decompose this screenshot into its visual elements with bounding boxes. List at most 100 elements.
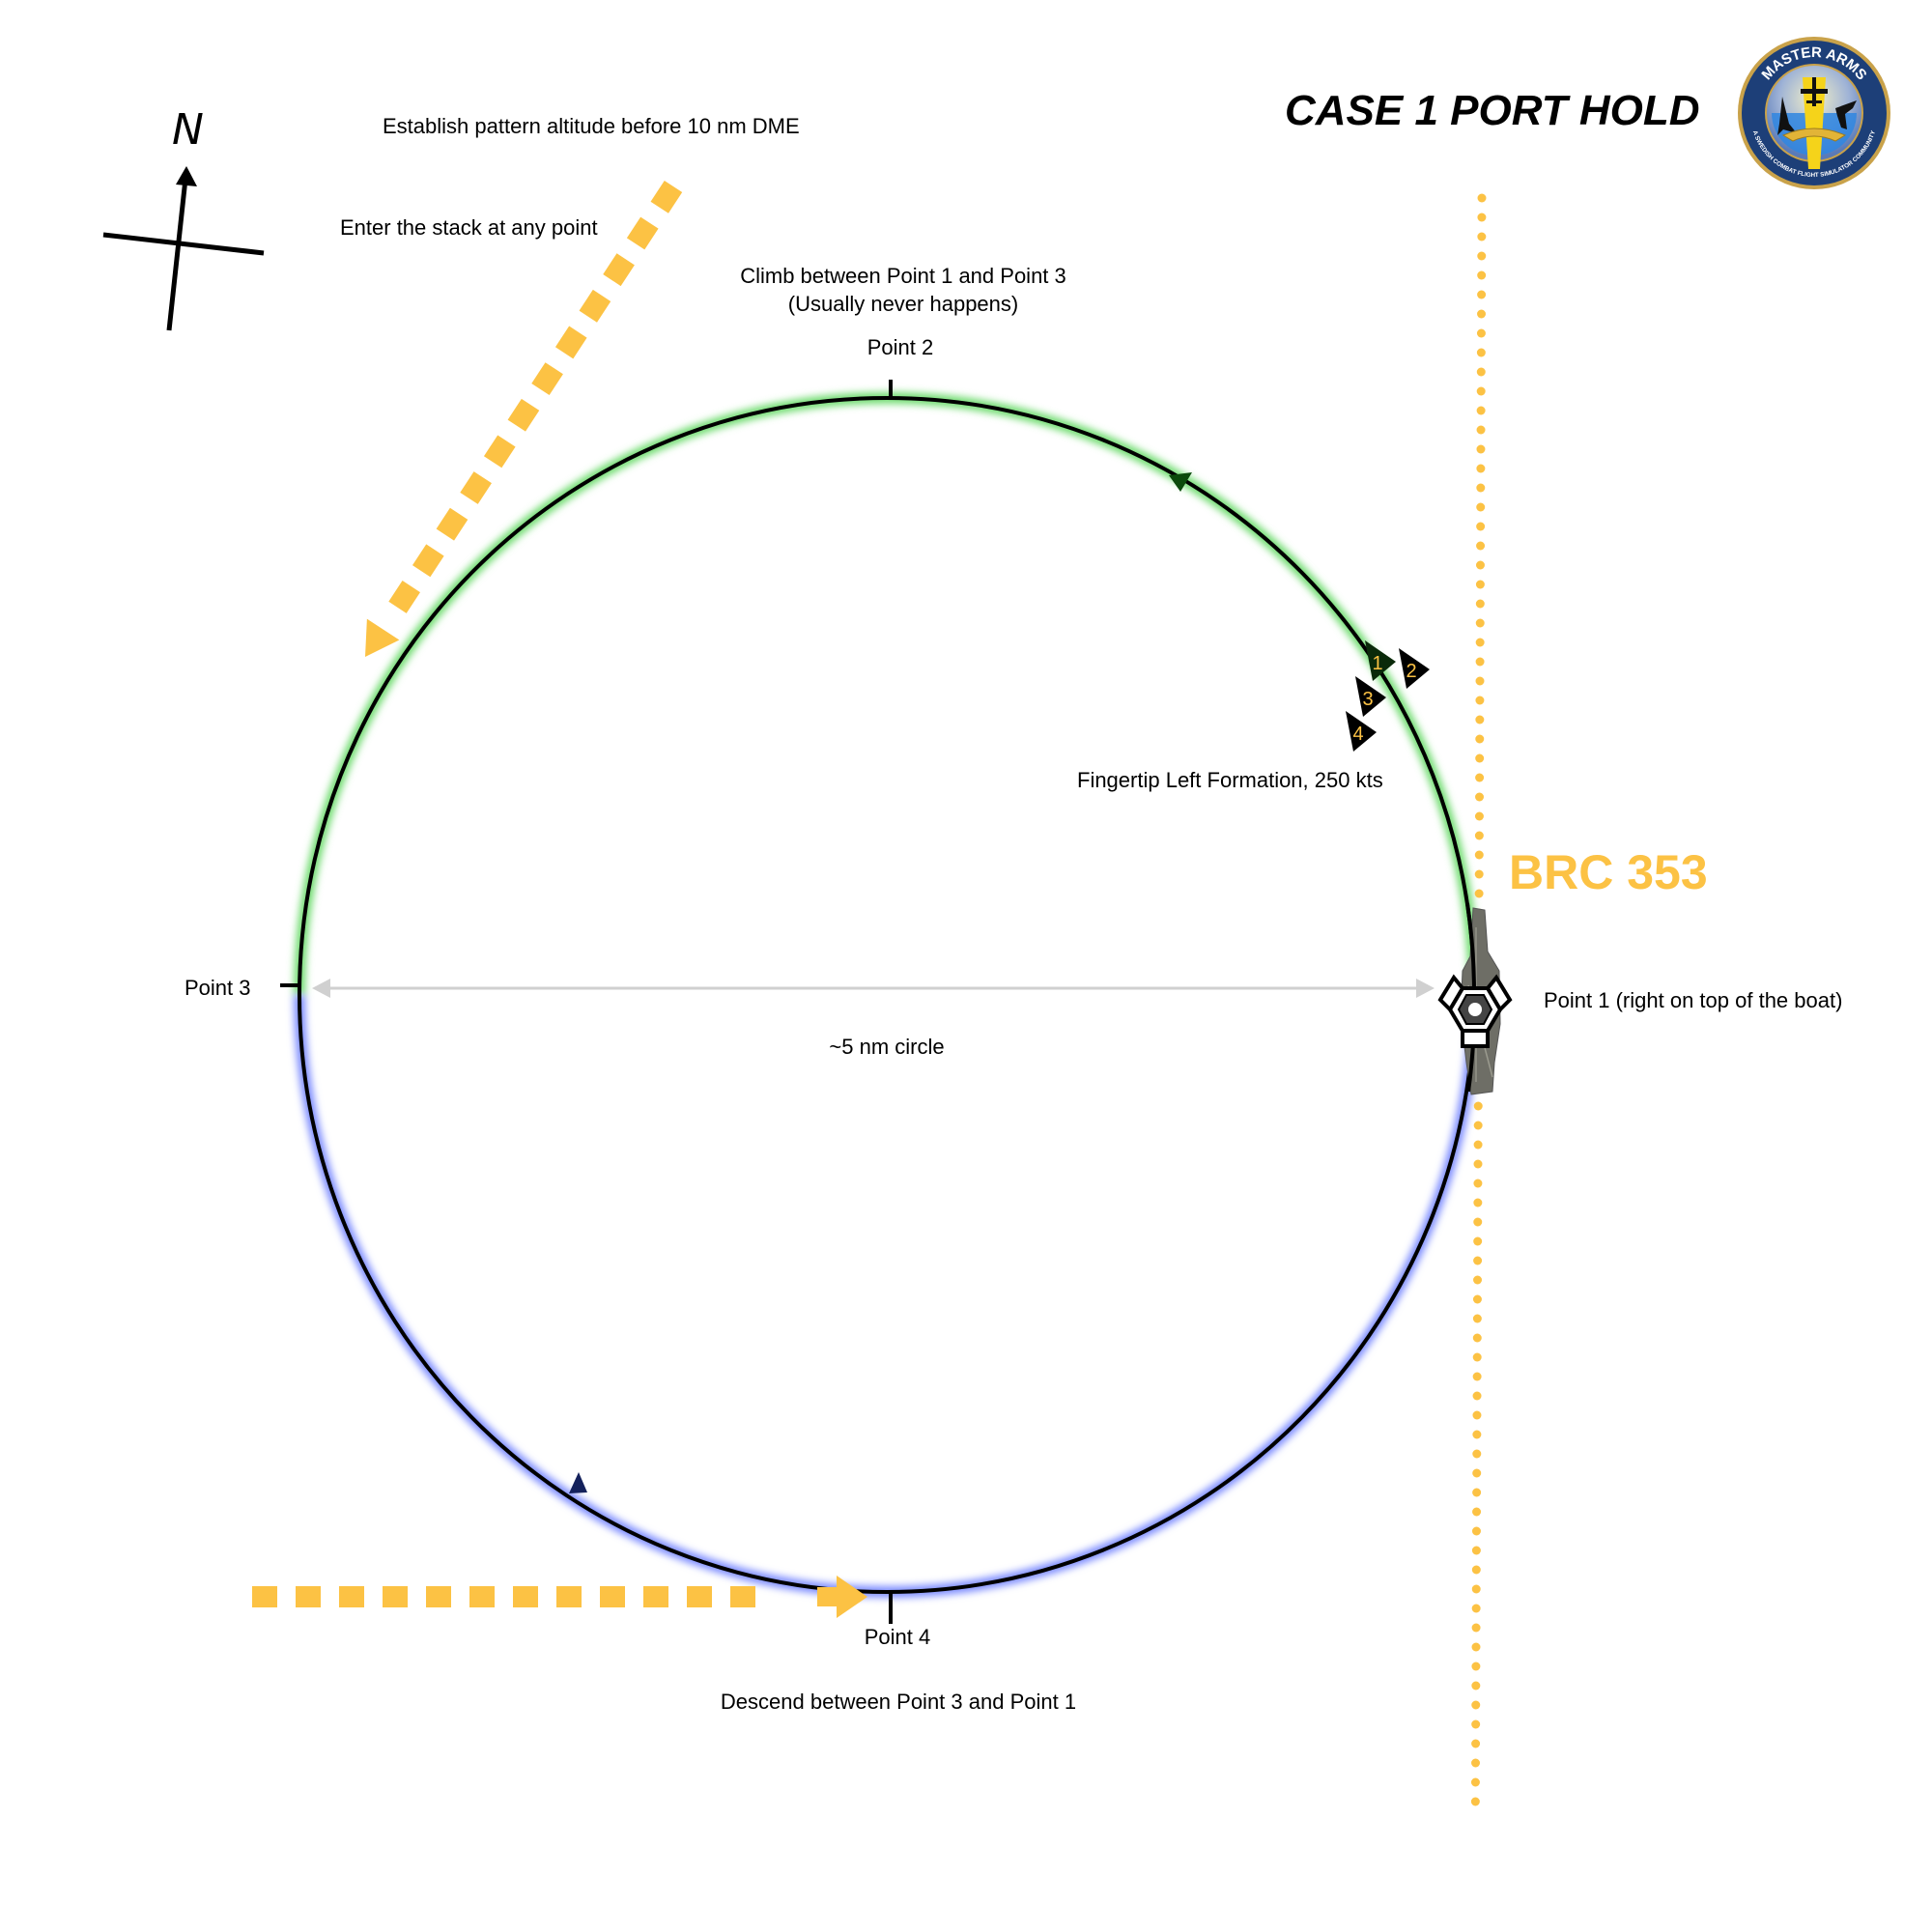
brc-dot	[1477, 290, 1487, 299]
brc-dot	[1476, 328, 1486, 338]
brc-dot	[1475, 599, 1485, 609]
brc-dot	[1471, 1700, 1481, 1710]
entry-dash	[460, 471, 492, 504]
brc-dot	[1472, 1314, 1482, 1323]
wings-emblem-icon	[1781, 128, 1847, 142]
brc-dot	[1472, 1507, 1482, 1517]
brc-dot	[1474, 831, 1484, 840]
brc-dot	[1477, 309, 1487, 319]
prop-plane-silhouette-icon	[1835, 100, 1857, 129]
brc-dot	[1472, 1391, 1482, 1401]
aircraft-marker-icon	[1365, 640, 1396, 681]
entry-dash	[469, 1586, 495, 1607]
tacan-symbol-icon	[1437, 974, 1513, 1048]
circle-size-label: ~5 nm circle	[829, 1035, 944, 1059]
brc-dot	[1472, 1430, 1482, 1439]
brc-dot	[1472, 1372, 1482, 1381]
brc-dot	[1473, 1217, 1483, 1227]
brc-dot	[1476, 464, 1486, 473]
point3-label: Point 3	[185, 976, 251, 1000]
brc-dot	[1471, 1565, 1481, 1575]
brc-dot	[1472, 1294, 1482, 1304]
brc-dot	[1474, 811, 1484, 821]
brc-dot	[1473, 1121, 1483, 1130]
brc-dot	[1475, 580, 1485, 589]
brc-dot	[1471, 1623, 1481, 1633]
descend-note: Descend between Point 3 and Point 1	[721, 1690, 1076, 1714]
brc-dot	[1476, 502, 1486, 512]
brc-dot	[1475, 657, 1485, 667]
brc-dot	[1473, 1256, 1483, 1265]
brc-dot	[1471, 1681, 1481, 1690]
entry-dash	[556, 1586, 582, 1607]
entry-dash	[687, 1586, 712, 1607]
brc-dot	[1477, 193, 1487, 203]
entry-dash	[296, 1586, 321, 1607]
point4-label: Point 4	[865, 1625, 931, 1649]
climb-note-line2: (Usually never happens)	[788, 292, 1018, 316]
brc-dot	[1474, 869, 1484, 879]
formation-aircraft-1: 1	[1365, 640, 1396, 681]
brc-dot	[1475, 792, 1485, 802]
brc-dot	[1471, 1642, 1481, 1652]
point2-label: Point 2	[867, 335, 934, 359]
brc-dot	[1476, 541, 1486, 551]
entry-arrow-horizontal	[252, 1576, 867, 1618]
brc-dot	[1477, 270, 1487, 280]
brc-dot	[1471, 1739, 1481, 1748]
brc-dot	[1473, 1159, 1483, 1169]
brc-dot	[1475, 734, 1485, 744]
formation-aircraft-2: 2	[1399, 648, 1430, 689]
brc-dot	[1471, 1719, 1481, 1729]
climb-note-line1: Climb between Point 1 and Point 3	[740, 264, 1066, 288]
brc-dot	[1476, 425, 1486, 435]
brc-dot	[1471, 1662, 1481, 1671]
aircraft-marker-icon	[1355, 676, 1386, 717]
entry-arrowhead-icon	[837, 1576, 867, 1618]
brc-dot	[1472, 1488, 1482, 1497]
entry-dash	[554, 326, 587, 359]
brc-dot	[1474, 850, 1484, 860]
brc-dot	[1475, 753, 1485, 763]
entry-dash	[513, 1586, 538, 1607]
brc-dot	[1473, 1179, 1483, 1188]
aircraft-silhouette-icon	[1801, 77, 1828, 106]
brc-dot	[1476, 367, 1486, 377]
brc-dot	[1471, 1584, 1481, 1594]
formation-aircraft-3: 3	[1355, 676, 1386, 717]
entry-dash	[252, 1586, 277, 1607]
entry-dash	[388, 581, 420, 613]
descend-segment-glow	[294, 994, 1480, 1598]
entry-dash	[436, 507, 469, 541]
holding-pattern-circle	[298, 396, 1476, 1594]
brc-dot	[1473, 1101, 1483, 1111]
brc-dot	[1471, 1526, 1481, 1536]
entry-dash	[426, 1586, 451, 1607]
master-arms-logo: MASTER ARMS A SWEDISH COMBAT FLIGHT SIMU…	[1738, 37, 1890, 189]
formation-aircraft-4: 4	[1346, 711, 1377, 752]
entry-dash	[643, 1586, 668, 1607]
brc-label: BRC 353	[1509, 845, 1708, 899]
brc-dot	[1476, 522, 1486, 531]
entry-dash	[579, 289, 611, 323]
brc-dot	[1476, 406, 1486, 415]
brc-dot	[1472, 1333, 1482, 1343]
brc-dot	[1476, 348, 1486, 357]
brc-dot	[1475, 696, 1485, 705]
establish-altitude-note: Establish pattern altitude before 10 nm …	[383, 114, 800, 138]
diameter-arrow-left-icon	[312, 979, 330, 998]
brc-dot	[1476, 386, 1486, 396]
brc-dot	[1473, 1275, 1483, 1285]
north-arrow-icon	[176, 166, 197, 186]
entry-dash	[650, 180, 683, 213]
brc-dot	[1470, 1797, 1480, 1806]
aircraft-number: 2	[1406, 661, 1416, 682]
jet-silhouette-icon	[1777, 97, 1797, 135]
brc-dot	[1472, 1352, 1482, 1362]
entry-arrowhead-icon	[365, 618, 400, 657]
direction-arrow-icon-bottom	[569, 1472, 587, 1493]
brc-dot	[1475, 773, 1485, 782]
brc-dot	[1473, 1140, 1483, 1150]
